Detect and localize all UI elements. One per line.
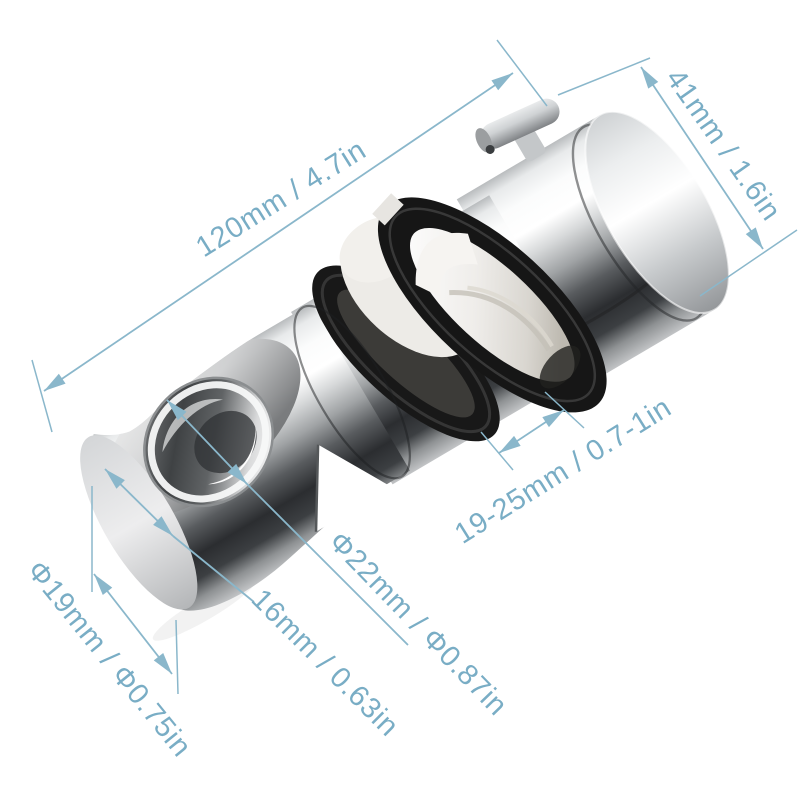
arrowhead xyxy=(105,469,125,489)
extension-line xyxy=(480,431,514,471)
hole-outer-edge xyxy=(143,376,274,508)
extension-line xyxy=(496,39,548,107)
extension-line xyxy=(557,57,651,96)
mounting-pin xyxy=(475,98,560,162)
arrowhead xyxy=(167,400,187,421)
extension-line xyxy=(699,229,798,297)
tip-face xyxy=(80,435,198,610)
clamp-slot-notch xyxy=(316,444,392,532)
extension-line xyxy=(31,359,53,433)
arrowhead xyxy=(745,227,763,249)
leader-line xyxy=(172,535,255,603)
arrowhead xyxy=(491,73,513,91)
rubber-ring-large xyxy=(372,193,607,413)
arrowhead xyxy=(153,516,173,536)
arrowhead xyxy=(153,652,172,674)
arrowhead xyxy=(542,410,564,428)
clamp-slot-edge xyxy=(314,444,320,532)
arrowhead xyxy=(227,463,247,484)
insert-bottom-gap xyxy=(539,345,581,389)
arrowhead xyxy=(94,574,113,596)
insert-crease-1 xyxy=(449,290,551,352)
extension-line xyxy=(544,391,585,429)
pin-screw xyxy=(485,144,495,154)
hole-reflection-top xyxy=(162,399,224,453)
dimension-line xyxy=(43,72,514,392)
end-cap-highlight xyxy=(584,110,730,315)
pin-body xyxy=(480,98,560,149)
cradle-seam xyxy=(293,304,411,480)
end-cap xyxy=(585,111,729,314)
insert-clip-arm xyxy=(415,232,478,298)
ring-notch-tab xyxy=(372,193,404,226)
arrowhead xyxy=(44,373,66,391)
hole-dark-core xyxy=(194,410,257,474)
dimension-line xyxy=(640,66,764,250)
extension-line xyxy=(175,619,179,695)
leader-line xyxy=(246,483,409,646)
arrowhead xyxy=(641,67,659,89)
chrome-cylinder xyxy=(456,115,715,395)
arrowhead xyxy=(499,435,521,453)
insert-crease-2 xyxy=(467,285,554,348)
